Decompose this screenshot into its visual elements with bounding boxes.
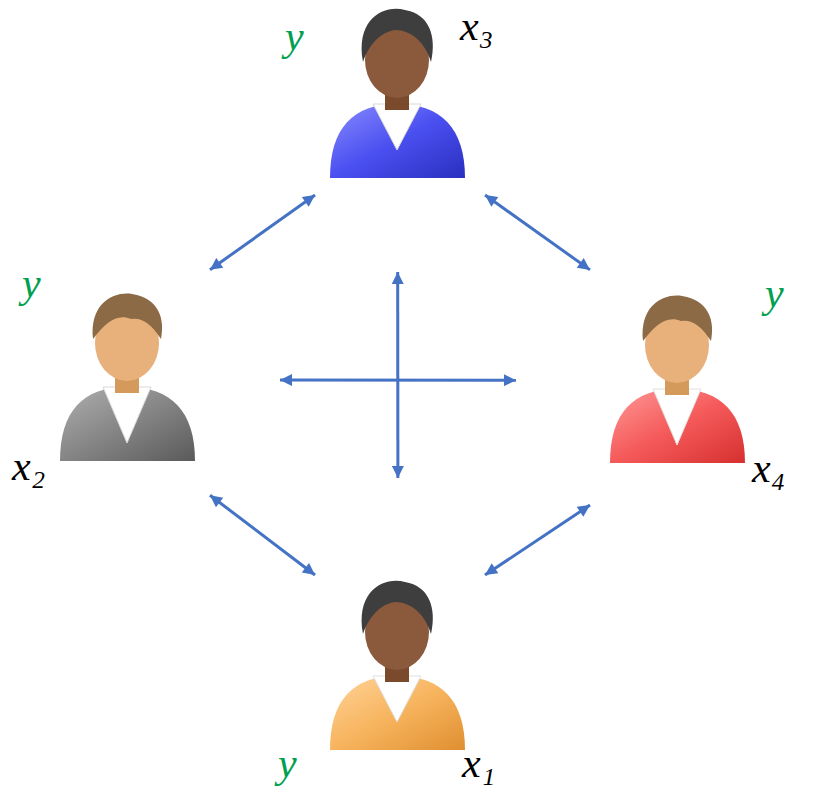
- exchange-arrow: [210, 195, 315, 270]
- exchange-arrow: [210, 495, 315, 575]
- exchange-arrow: [485, 505, 590, 575]
- output-label: y: [765, 272, 784, 314]
- person-node: y x₃: [280, 0, 525, 195]
- person-icon: [330, 581, 465, 750]
- exchange-arrow: [485, 195, 590, 270]
- exchange-arrow: [396, 272, 399, 478]
- output-label: y: [278, 742, 297, 784]
- input-label: x₁: [462, 742, 495, 784]
- person-node: y x₁: [275, 575, 525, 790]
- input-label: x₄: [752, 447, 785, 489]
- person-icon: [60, 293, 195, 461]
- person-icon: [330, 9, 465, 178]
- person-node: y x₂: [10, 260, 210, 505]
- input-label: x₃: [460, 5, 493, 47]
- output-label: y: [22, 262, 41, 304]
- person-node: y x₄: [590, 265, 810, 510]
- input-label: x₂: [12, 445, 45, 487]
- output-label: y: [285, 15, 304, 57]
- person-icon: [610, 295, 745, 463]
